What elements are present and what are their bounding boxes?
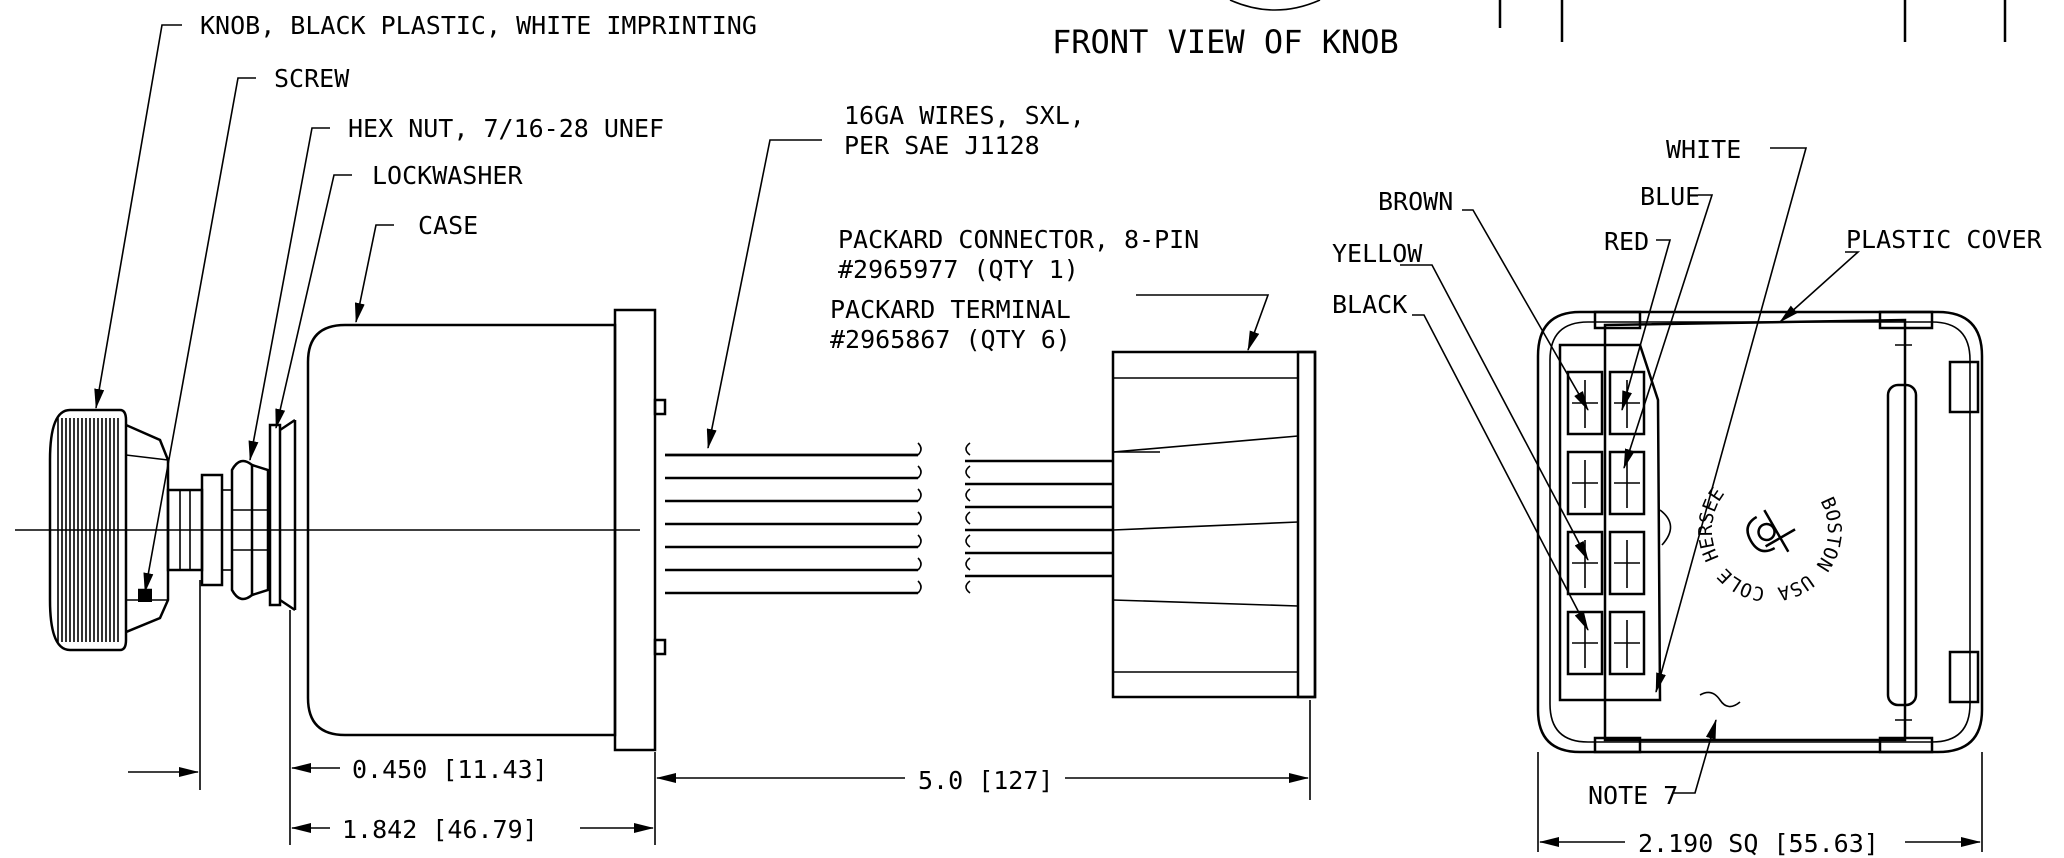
callout-red: RED xyxy=(1604,227,1672,411)
plastic-cover-label: PLASTIC COVER xyxy=(1846,225,2043,254)
red-label: RED xyxy=(1604,227,1649,256)
wire-end xyxy=(965,534,971,548)
callout-yellow: YELLOW xyxy=(1332,239,1589,561)
front-view-knob-fragment xyxy=(1229,0,2007,42)
wire-end xyxy=(965,580,971,594)
callout-hex-nut: HEX NUT, 7/16-28 UNEF xyxy=(248,114,664,461)
wire-end xyxy=(917,442,922,456)
callout-screw: SCREW xyxy=(143,64,350,593)
wire-end xyxy=(917,557,922,571)
callout-knob: KNOB, BLACK PLASTIC, WHITE IMPRINTING xyxy=(94,11,757,409)
packard-connector xyxy=(1111,350,1317,699)
terminal-label-2: #2965867 (QTY 6) xyxy=(830,325,1071,354)
wire-end xyxy=(917,580,922,594)
shaft xyxy=(166,473,224,587)
callout-black: BLACK xyxy=(1332,290,1589,631)
dimension-2190: 2.190 SQ [55.63] xyxy=(1638,829,1879,858)
callout-terminal: PACKARD TERMINAL #2965867 (QTY 6) xyxy=(830,294,1270,354)
blue-label: BLUE xyxy=(1640,182,1700,211)
case xyxy=(306,308,667,752)
terminal-cavity xyxy=(1608,530,1646,596)
wire-end xyxy=(917,488,922,502)
brown-label: BROWN xyxy=(1378,187,1453,216)
knob-label: KNOB, BLACK PLASTIC, WHITE IMPRINTING xyxy=(200,11,757,40)
callout-blue: BLUE xyxy=(1623,182,1714,469)
side-view xyxy=(15,308,1317,752)
front-view-title: FRONT VIEW OF KNOB xyxy=(1052,23,1399,61)
black-label: BLACK xyxy=(1332,290,1407,319)
connector-label-2: #2965977 (QTY 1) xyxy=(838,255,1079,284)
wire-end xyxy=(917,511,922,525)
callout-wires: 16GA WIRES, SXL, PER SAE J1128 xyxy=(706,101,1085,449)
lockwasher-label: LOCKWASHER xyxy=(372,161,523,190)
wire-end xyxy=(965,442,971,456)
connector-label-1: PACKARD CONNECTOR, 8-PIN xyxy=(838,225,1199,254)
callout-plastic-cover: PLASTIC COVER xyxy=(1779,225,2043,323)
dimension-0450: 0.450 [11.43] xyxy=(352,755,548,784)
terminal-cavity xyxy=(1566,370,1604,436)
wire-end xyxy=(917,465,922,479)
terminal-cavity xyxy=(1566,450,1604,516)
knob xyxy=(48,408,170,652)
terminal-label-1: PACKARD TERMINAL xyxy=(830,295,1071,324)
note7-label: NOTE 7 xyxy=(1588,781,1678,810)
yellow-label: YELLOW xyxy=(1332,239,1423,268)
wires-label-2: PER SAE J1128 xyxy=(844,131,1040,160)
wire-end xyxy=(965,465,971,479)
dimension-1842: 1.842 [46.79] xyxy=(342,815,538,844)
wire-end xyxy=(965,511,971,525)
wire-bundle-right xyxy=(965,442,1113,594)
wire-end xyxy=(965,488,971,502)
wire-bundle-left xyxy=(665,442,922,595)
terminal-cavity xyxy=(1608,610,1646,676)
callout-case: CASE xyxy=(354,211,478,323)
end-view: BOSTON USA COLE HERSEE xyxy=(1536,310,1984,754)
callout-lockwasher: LOCKWASHER xyxy=(275,161,523,429)
lockwasher xyxy=(268,418,297,612)
wires-label-1: 16GA WIRES, SXL, xyxy=(844,101,1085,130)
end-view-dimension xyxy=(1537,752,1983,852)
callout-connector: PACKARD CONNECTOR, 8-PIN #2965977 (QTY 1… xyxy=(838,225,1199,284)
terminal-cavity xyxy=(1566,530,1604,596)
white-label: WHITE xyxy=(1666,135,1741,164)
dimension-50: 5.0 [127] xyxy=(918,766,1053,795)
callout-white: WHITE xyxy=(1655,135,1808,693)
wire-end xyxy=(965,557,971,571)
callout-note7: NOTE 7 xyxy=(1588,719,1717,810)
hex-nut-label: HEX NUT, 7/16-28 UNEF xyxy=(348,114,664,143)
wire-end xyxy=(917,534,922,548)
terminal-cavity xyxy=(1608,370,1646,436)
hex-nut xyxy=(222,459,270,601)
case-label: CASE xyxy=(418,211,478,240)
dimension-lines xyxy=(128,580,1311,845)
screw-label: SCREW xyxy=(274,64,350,93)
callout-brown: BROWN xyxy=(1378,187,1589,411)
